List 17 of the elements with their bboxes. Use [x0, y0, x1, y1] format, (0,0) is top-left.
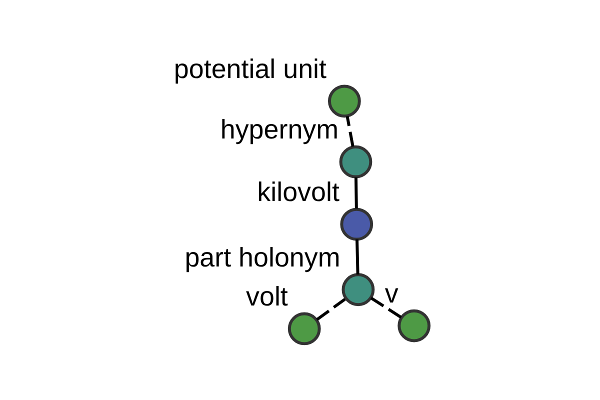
node-label: potential unit	[174, 54, 327, 84]
connector	[370, 296, 402, 319]
node-label: hypernym	[220, 114, 339, 145]
node-circle	[340, 208, 374, 241]
node-circle	[339, 145, 372, 178]
node-circle	[288, 312, 321, 346]
node-circle	[328, 84, 361, 118]
connector	[316, 298, 346, 321]
node-label: volt	[246, 281, 288, 312]
connector	[356, 239, 360, 275]
connector	[354, 177, 358, 209]
node-label: kilovolt	[257, 176, 340, 207]
node-label: part holonym	[184, 242, 340, 272]
node-circle	[342, 273, 375, 306]
connector	[346, 116, 354, 147]
node-circle	[398, 309, 431, 342]
node-label: v	[384, 278, 398, 308]
